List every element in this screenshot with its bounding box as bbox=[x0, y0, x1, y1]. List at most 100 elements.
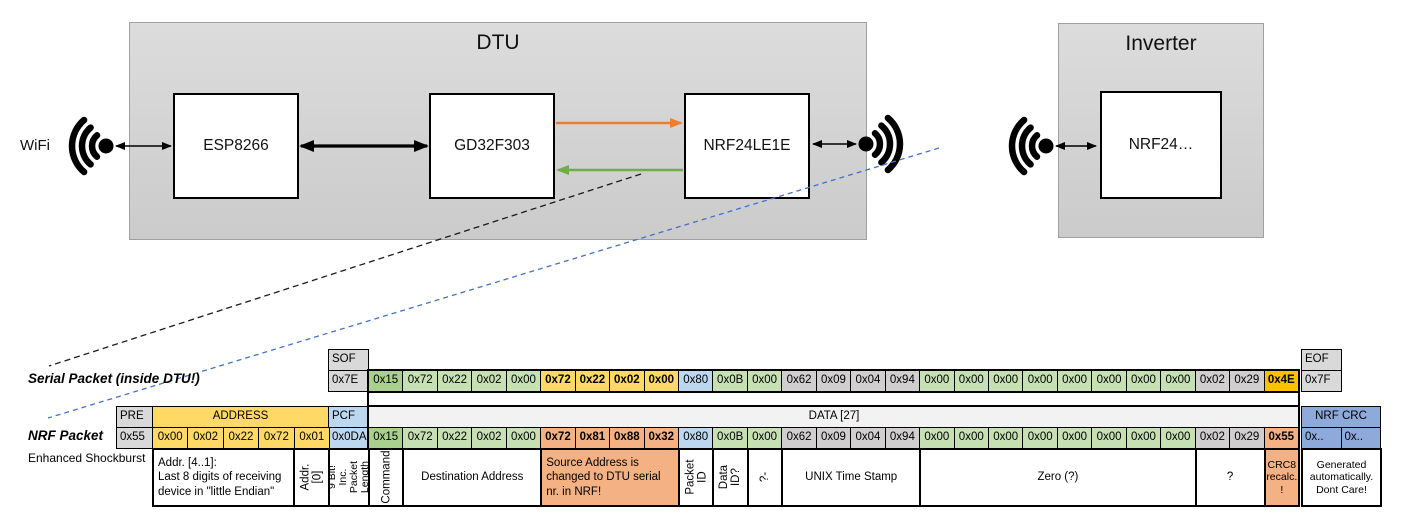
nrf-byte-cell: 0x00 bbox=[505, 427, 542, 449]
pcf-header-cell: PCF bbox=[328, 406, 369, 428]
serial-byte-cell: 0x22 bbox=[574, 370, 611, 392]
serial-byte-cell: 0x02 bbox=[609, 370, 645, 392]
nrf-byte-cell: 0x29 bbox=[1229, 427, 1265, 449]
nrf-byte-cell: 0x00 bbox=[746, 427, 783, 449]
serial-packet-label: Serial Packet (inside DTU!) bbox=[28, 371, 200, 386]
address-header-cell: ADDRESS bbox=[152, 406, 329, 428]
nrf-byte-cell: 0x00 bbox=[919, 427, 955, 449]
serial-byte-cell: 0x04 bbox=[850, 370, 886, 392]
nrf-byte-cell: 0x00 bbox=[1022, 427, 1058, 449]
addr0-note: Addr.[0] bbox=[293, 448, 330, 507]
packet-id-note: Packet ID bbox=[678, 448, 715, 507]
inverter-nrf24-box: NRF24… bbox=[1100, 91, 1222, 199]
nrf-packet-label: NRF Packet bbox=[28, 428, 104, 443]
nrf-byte-cell: 0x72 bbox=[402, 427, 438, 449]
serial-byte-cell: 0x15 bbox=[368, 370, 404, 392]
nrf-byte-cell: 0x15 bbox=[368, 427, 404, 449]
nrf-byte-cell: 0x88 bbox=[609, 427, 645, 449]
question-note: ? bbox=[1194, 448, 1266, 507]
serial-byte-cell: 0x29 bbox=[1229, 370, 1265, 392]
serial-byte-cell: 0x02 bbox=[471, 370, 507, 392]
pcf-note-text: 9 Bit! Inc. Packet Length bbox=[328, 461, 370, 494]
serial-byte-cell: 0x4E bbox=[1263, 370, 1299, 392]
sof-value-cell: 0x7E bbox=[328, 370, 369, 392]
nrf-byte-cell: 0x55 bbox=[1263, 427, 1299, 449]
eof-header-cell: EOF bbox=[1301, 349, 1342, 371]
nrf-crc-byte-cell: 0x.. bbox=[1301, 427, 1342, 449]
nrf-address-byte-cell: 0x00 bbox=[152, 427, 189, 449]
wifi-icon-inverter bbox=[1002, 113, 1054, 179]
serial-byte-cell: 0x09 bbox=[815, 370, 852, 392]
pre-value-cell: 0x55 bbox=[116, 427, 153, 449]
zero-note: Zero (?) bbox=[919, 448, 1197, 507]
pcf-value-cell: 0x0DA bbox=[328, 427, 369, 449]
wifi-icon-dtu-right bbox=[858, 111, 910, 177]
nrf-byte-cell: 0x00 bbox=[1125, 427, 1162, 449]
nrf-byte-cell: 0x00 bbox=[1056, 427, 1093, 449]
nrf-address-byte-cell: 0x02 bbox=[187, 427, 224, 449]
serial-byte-cell: 0x72 bbox=[540, 370, 576, 392]
serial-byte-cell: 0x72 bbox=[402, 370, 438, 392]
gd32f303-box: GD32F303 bbox=[429, 93, 555, 199]
nrf-address-byte-cell: 0x22 bbox=[222, 427, 260, 449]
generated-note: Generated automatically. Dont Care! bbox=[1301, 448, 1382, 507]
nrf-crc-header-cell: NRF CRC bbox=[1301, 406, 1381, 428]
nrf-byte-cell: 0x00 bbox=[1160, 427, 1196, 449]
nrf-byte-cell: 0x00 bbox=[988, 427, 1024, 449]
nrf-byte-cell: 0x22 bbox=[436, 427, 473, 449]
serial-byte-cell: 0x00 bbox=[1160, 370, 1196, 392]
serial-byte-cell: 0x00 bbox=[988, 370, 1024, 392]
serial-byte-cell: 0x00 bbox=[643, 370, 679, 392]
nrf-byte-cell: 0x80 bbox=[678, 427, 714, 449]
data-id-note: Data ID? bbox=[712, 448, 749, 507]
nrf-address-byte-cell: 0x01 bbox=[293, 427, 330, 449]
addr0-note-text: Addr.[0] bbox=[299, 464, 324, 491]
dtu-title: DTU bbox=[476, 31, 520, 54]
nrf-crc-byte-cell: 0x.. bbox=[1340, 427, 1381, 449]
unix-time-note: UNIX Time Stamp bbox=[781, 448, 922, 507]
data-id-note-text: Data ID? bbox=[718, 465, 743, 490]
dest-addr-note: Destination Address bbox=[402, 448, 543, 507]
data-region-connector-right bbox=[1298, 391, 1300, 407]
sof-header-cell: SOF bbox=[328, 349, 369, 371]
eof-value-cell: 0x7F bbox=[1301, 370, 1342, 392]
nrf-byte-cell: 0x02 bbox=[1194, 427, 1231, 449]
address-note: Addr. [4..1]: Last 8 digits of receiving… bbox=[152, 448, 295, 507]
nrf-byte-cell: 0x00 bbox=[1091, 427, 1127, 449]
pre-header-cell: PRE bbox=[116, 406, 153, 428]
inverter-container-box: Inverter bbox=[1058, 23, 1264, 238]
serial-byte-cell: 0x00 bbox=[953, 370, 989, 392]
nrf-byte-cell: 0x94 bbox=[884, 427, 921, 449]
crc8-note: CRC8 recalc. ! bbox=[1263, 448, 1300, 507]
src-addr-note: Source Address is changed to DTU serial … bbox=[540, 448, 680, 507]
command-note: Command bbox=[368, 448, 405, 507]
esp8266-label: ESP8266 bbox=[203, 137, 269, 154]
nrf-byte-cell: 0x02 bbox=[471, 427, 507, 449]
serial-byte-cell: 0x00 bbox=[919, 370, 955, 392]
inverter-title: Inverter bbox=[1125, 32, 1197, 55]
nrf-byte-cell: 0x81 bbox=[574, 427, 611, 449]
wifi-label: WiFi bbox=[20, 137, 50, 154]
serial-byte-cell: 0x80 bbox=[678, 370, 714, 392]
packet-id-note-text: Packet ID bbox=[684, 459, 709, 496]
nrf24le1e-box: NRF24LE1E bbox=[684, 93, 810, 199]
nrf-byte-cell: 0x00 bbox=[953, 427, 989, 449]
unknown-byte-note: ?- bbox=[746, 448, 784, 507]
serial-byte-cell: 0x00 bbox=[505, 370, 542, 392]
serial-byte-cell: 0x02 bbox=[1194, 370, 1231, 392]
wifi-icon-left bbox=[62, 113, 114, 179]
nrf24le1e-label: NRF24LE1E bbox=[703, 137, 791, 154]
command-note-text: Command bbox=[380, 450, 393, 505]
serial-byte-cell: 0x00 bbox=[1056, 370, 1093, 392]
serial-byte-cell: 0x94 bbox=[884, 370, 921, 392]
serial-byte-cell: 0x00 bbox=[1091, 370, 1127, 392]
nrf-byte-cell: 0x09 bbox=[815, 427, 852, 449]
unknown-byte-note-text: ?- bbox=[759, 472, 772, 483]
data-header-cell: DATA [27] bbox=[368, 406, 1300, 428]
esp8266-box: ESP8266 bbox=[173, 93, 299, 199]
nrf-byte-cell: 0x72 bbox=[540, 427, 576, 449]
nrf-byte-cell: 0x62 bbox=[781, 427, 817, 449]
data-region-connector-left bbox=[367, 391, 369, 407]
enhanced-shockburst-label: Enhanced Shockburst bbox=[28, 451, 146, 465]
